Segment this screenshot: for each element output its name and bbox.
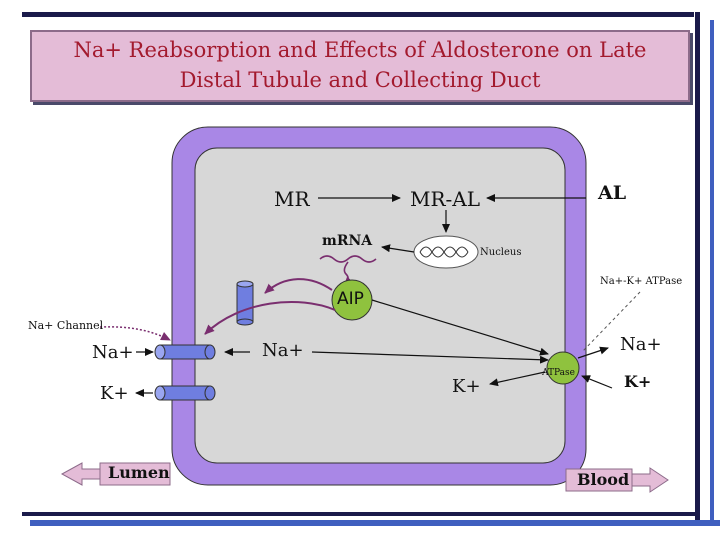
pointer-atpase: [581, 291, 641, 353]
k-channel: [154, 385, 216, 401]
title-box: Na+ Reabsorption and Effects of Aldoster…: [30, 30, 690, 102]
arrow-na-to-blood: [577, 346, 609, 359]
label-blood: Blood: [577, 470, 630, 489]
na-channel-right-end: [204, 344, 216, 360]
k-channel-left-end: [154, 385, 166, 401]
title-line-1: Na+ Reabsorption and Effects of Aldoster…: [73, 38, 647, 62]
blood-arrow-shape: [631, 467, 669, 493]
arrow-aip-to-atpase: [371, 299, 549, 356]
atpase-pump: [546, 351, 580, 385]
k-channel-right-end: [204, 385, 216, 401]
label-mrna: mRNA: [322, 233, 373, 249]
label-na-lumen: Na+: [92, 342, 134, 363]
label-na-blood: Na+: [620, 334, 662, 355]
blood-arrow: [565, 467, 669, 493]
label-mr-al: MR-AL: [410, 187, 481, 211]
frame-right-bar-blue: [710, 20, 714, 520]
label-aip: AIP: [337, 289, 364, 309]
arrow-aip-to-vesicle: [264, 278, 333, 294]
lumen-label-box: [99, 462, 171, 486]
nucleus: [413, 235, 479, 269]
arrow-k-from-blood: [581, 375, 613, 389]
title-line-2: Distal Tubule and Collecting Duct: [179, 68, 541, 92]
label-k-lumen: K+: [100, 383, 129, 404]
mrna-strand: [319, 255, 377, 263]
na-channel: [154, 344, 216, 360]
k-channel-body: [159, 385, 211, 401]
na-channel-body: [159, 344, 211, 360]
vesicle-channel-top: [236, 280, 254, 288]
arrow-na-to-atpase: [311, 351, 549, 364]
label-atpase: ATPase: [542, 368, 575, 378]
vesicle-channel-bottom: [236, 318, 254, 326]
nucleus-body: [413, 235, 479, 269]
arrow-aip-to-membrane-channel: [204, 301, 336, 335]
dna-strand-2: [419, 246, 469, 258]
na-channel-left-end: [154, 344, 166, 360]
arrow-k-into-cell: [489, 371, 546, 387]
arrow-nucleus-to-mrna: [381, 244, 415, 253]
label-al: AL: [598, 182, 627, 204]
label-k-blood: K+: [624, 372, 652, 391]
vesicle-channel-body: [236, 283, 254, 323]
label-k-cell: K+: [452, 376, 481, 397]
pointer-na-channel: [99, 326, 171, 341]
label-nucleus: Nucleus: [480, 247, 522, 258]
label-lumen: Lumen: [108, 463, 170, 482]
label-na-cell: Na+: [262, 340, 304, 361]
frame-top-bar: [22, 12, 694, 17]
lumen-arrow: [60, 462, 171, 486]
lumen-arrow-shape: [60, 462, 101, 486]
frame-bottom-bar-blue: [30, 520, 720, 526]
vesicle-channel: [236, 280, 254, 326]
label-na-k-atpase: Na+-K+ ATPase: [600, 276, 683, 287]
frame-right-bar: [695, 12, 700, 522]
cell-interior: [194, 147, 566, 464]
label-na-channel: Na+ Channel: [28, 319, 104, 332]
label-mr: MR: [274, 187, 310, 211]
frame-bottom-bar: [22, 512, 700, 516]
